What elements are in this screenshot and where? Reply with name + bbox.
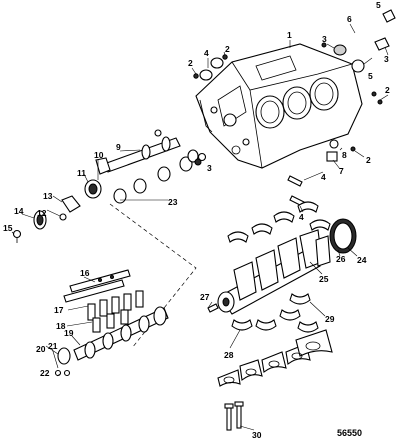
callout-19: 19	[64, 328, 74, 338]
callout-5: 5	[376, 0, 381, 10]
callout-25: 25	[319, 274, 329, 284]
callout-5: 5	[368, 71, 373, 81]
callout-21: 21	[48, 341, 58, 351]
callout-9: 9	[116, 142, 121, 152]
rear-main-seal	[329, 218, 357, 254]
callout-3: 3	[384, 54, 389, 64]
callout-12: 12	[37, 208, 47, 218]
thrust-plate	[54, 347, 71, 377]
callout-4: 4	[299, 212, 304, 222]
dowel-pins	[287, 175, 305, 207]
callout-3: 3	[207, 163, 212, 173]
callout-2: 2	[366, 155, 371, 165]
callout-3: 3	[322, 34, 327, 44]
callout-1: 1	[287, 30, 292, 40]
main-bearing-lower-halves	[231, 293, 319, 333]
callout-2: 2	[225, 44, 230, 54]
hydraulic-lifters	[87, 290, 144, 333]
crank-key	[207, 303, 219, 313]
callout-4: 4	[321, 172, 326, 182]
front-shaft-components	[12, 179, 102, 243]
callout-30: 30	[252, 430, 262, 440]
lifter-guides	[63, 269, 131, 303]
crankshaft	[217, 229, 331, 315]
callout-26: 26	[336, 254, 346, 264]
callout-14: 14	[14, 206, 24, 216]
callout-11: 11	[77, 168, 86, 178]
illustration-reference-number: 56550	[337, 428, 362, 438]
callout-6: 6	[347, 14, 352, 24]
bearing-sleeves	[113, 149, 202, 204]
main-bearing-upper-halves	[227, 201, 331, 243]
callout-4: 4	[204, 48, 209, 58]
callout-2: 2	[188, 58, 193, 68]
callout-28: 28	[224, 350, 234, 360]
callout-8: 8	[342, 150, 347, 160]
expansion-plugs-top	[193, 9, 396, 105]
callout-22: 22	[40, 368, 50, 378]
callout-29: 29	[325, 314, 335, 324]
cylinder-block	[195, 43, 363, 169]
callout-23: 23	[168, 197, 178, 207]
leader-lines	[11, 23, 389, 431]
callout-2: 2	[385, 85, 390, 95]
front-plugs-and-pins	[154, 129, 356, 162]
callout-labels: 1 2 4 2 3 6 5 3 5 2 8 2 7 4 4 9 10 11 3 …	[3, 0, 390, 440]
callout-16: 16	[80, 268, 90, 278]
main-bearing-caps	[217, 329, 333, 387]
callout-15: 15	[3, 223, 13, 233]
balance-shaft	[95, 136, 181, 175]
main-cap-bolts	[224, 401, 244, 431]
callout-27: 27	[200, 292, 210, 302]
callout-18: 18	[56, 321, 66, 331]
callout-17: 17	[54, 305, 64, 315]
callout-7: 7	[339, 166, 344, 176]
callout-10: 10	[94, 150, 104, 160]
camshaft	[73, 306, 169, 361]
callout-13: 13	[43, 191, 53, 201]
callout-20: 20	[36, 344, 46, 354]
callout-24: 24	[357, 255, 367, 265]
